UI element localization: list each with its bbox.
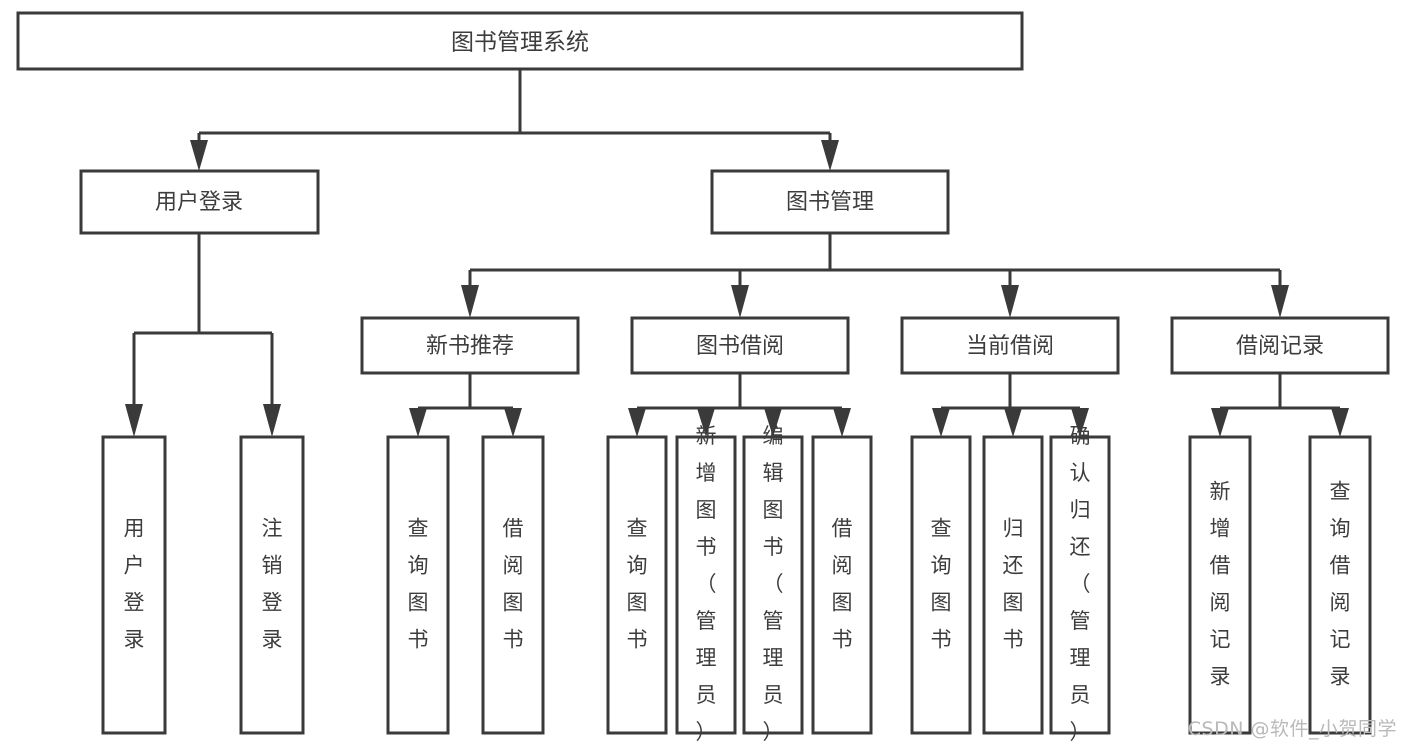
arrow-head-leaf-confirm-return xyxy=(1071,408,1089,437)
node-leaf-confirm-return[interactable]: 确认归还（管理员） xyxy=(1049,424,1111,744)
node-leaf-confirm-return-label: 确认归还（管理员） xyxy=(1070,424,1091,744)
node-borrow-record-box[interactable] xyxy=(1170,316,1390,375)
node-leaf-query-book-new-label: 查询图书 xyxy=(408,517,429,652)
node-leaf-user-login-label: 用户登录 xyxy=(124,517,145,652)
node-leaf-query-book-new-box[interactable] xyxy=(386,435,450,735)
node-leaf-edit-book-box[interactable] xyxy=(742,435,804,735)
node-borrow-record[interactable]: 借阅记录 xyxy=(1170,316,1390,375)
node-current-borrow-box[interactable] xyxy=(900,316,1120,375)
node-leaf-add-record[interactable]: 新增借阅记录 xyxy=(1188,435,1252,735)
arrow-head-leaf-add-book xyxy=(697,408,715,437)
node-leaf-add-record-label: 新增借阅记录 xyxy=(1210,480,1231,689)
node-root-box[interactable] xyxy=(16,11,1024,71)
arrow-head-leaf-query-book-new xyxy=(409,408,427,437)
node-leaf-query-book-cur[interactable]: 查询图书 xyxy=(910,435,972,735)
arrow-head-leaf-user-login xyxy=(125,404,143,437)
arrow-head-leaf-add-record xyxy=(1211,408,1229,437)
node-leaf-query-book-new[interactable]: 查询图书 xyxy=(386,435,450,735)
node-leaf-return-book[interactable]: 归还图书 xyxy=(982,435,1044,735)
node-book-management-box[interactable] xyxy=(710,169,950,235)
node-book-management-label: 图书管理 xyxy=(786,190,874,215)
node-leaf-add-book-box[interactable] xyxy=(675,435,737,735)
node-leaf-query-book-cur-label: 查询图书 xyxy=(931,517,952,652)
arrow-head-leaf-borrow-book-brw xyxy=(833,408,851,437)
arrow-head-book-management xyxy=(821,140,839,171)
node-leaf-borrow-book-brw-box[interactable] xyxy=(811,435,873,735)
node-leaf-return-book-label: 归还图书 xyxy=(1003,517,1024,652)
node-root-label: 图书管理系统 xyxy=(451,30,589,56)
node-current-borrow-label: 当前借阅 xyxy=(966,334,1054,359)
node-leaf-borrow-book-brw[interactable]: 借阅图书 xyxy=(811,435,873,735)
arrow-head-leaf-query-record xyxy=(1331,408,1349,437)
node-leaf-borrow-book-new-box[interactable] xyxy=(481,435,545,735)
arrow-head-borrow-record xyxy=(1271,285,1289,318)
node-leaf-query-book-brw-label: 查询图书 xyxy=(627,517,648,652)
node-leaf-borrow-book-new[interactable]: 借阅图书 xyxy=(481,435,545,735)
node-leaf-query-record-box[interactable] xyxy=(1308,435,1372,735)
connectors-layer xyxy=(125,69,1349,437)
node-leaf-query-book-brw-box[interactable] xyxy=(606,435,668,735)
node-leaf-user-logout-label: 注销登录 xyxy=(262,517,283,652)
arrow-head-leaf-return-book xyxy=(1004,408,1022,437)
arrow-head-new-book-recommend xyxy=(461,285,479,318)
node-new-book-recommend[interactable]: 新书推荐 xyxy=(360,316,580,375)
node-book-management[interactable]: 图书管理 xyxy=(710,169,950,235)
arrow-head-book-borrow xyxy=(731,285,749,318)
node-book-borrow[interactable]: 图书借阅 xyxy=(630,316,850,375)
node-leaf-user-logout-box[interactable] xyxy=(239,435,305,735)
node-user-login[interactable]: 用户登录 xyxy=(79,169,320,235)
node-leaf-borrow-book-new-label: 借阅图书 xyxy=(503,517,524,652)
node-leaf-query-book-brw[interactable]: 查询图书 xyxy=(606,435,668,735)
arrow-head-user-login xyxy=(190,140,208,171)
node-borrow-record-label: 借阅记录 xyxy=(1236,334,1324,359)
node-new-book-recommend-label: 新书推荐 xyxy=(426,334,514,359)
node-leaf-return-book-box[interactable] xyxy=(982,435,1044,735)
arrow-head-leaf-edit-book xyxy=(764,408,782,437)
node-leaf-confirm-return-box[interactable] xyxy=(1049,435,1111,735)
node-leaf-add-book-label: 新增图书（管理员） xyxy=(696,424,717,744)
node-book-borrow-box[interactable] xyxy=(630,316,850,375)
node-leaf-query-record-label: 查询借阅记录 xyxy=(1330,480,1351,689)
node-leaf-user-login[interactable]: 用户登录 xyxy=(101,435,167,735)
node-leaf-borrow-book-brw-label: 借阅图书 xyxy=(832,517,853,652)
node-leaf-user-logout[interactable]: 注销登录 xyxy=(239,435,305,735)
node-current-borrow[interactable]: 当前借阅 xyxy=(900,316,1120,375)
node-leaf-query-record[interactable]: 查询借阅记录 xyxy=(1308,435,1372,735)
arrow-head-leaf-query-book-brw xyxy=(628,408,646,437)
node-leaf-query-book-cur-box[interactable] xyxy=(910,435,972,735)
node-leaf-add-book[interactable]: 新增图书（管理员） xyxy=(675,424,737,744)
node-leaf-edit-book-label: 编辑图书（管理员） xyxy=(763,424,784,744)
node-root[interactable]: 图书管理系统 xyxy=(16,11,1024,71)
arrow-head-leaf-user-logout xyxy=(263,404,281,437)
node-book-borrow-label: 图书借阅 xyxy=(696,334,784,359)
node-user-login-label: 用户登录 xyxy=(155,190,243,215)
arrow-head-leaf-borrow-book-new xyxy=(504,408,522,437)
node-leaf-edit-book[interactable]: 编辑图书（管理员） xyxy=(742,424,804,744)
node-new-book-recommend-box[interactable] xyxy=(360,316,580,375)
node-leaf-user-login-box[interactable] xyxy=(101,435,167,735)
arrow-head-current-borrow xyxy=(1001,285,1019,318)
node-leaf-add-record-box[interactable] xyxy=(1188,435,1252,735)
node-user-login-box[interactable] xyxy=(79,169,320,235)
arrow-head-leaf-query-book-cur xyxy=(932,408,950,437)
